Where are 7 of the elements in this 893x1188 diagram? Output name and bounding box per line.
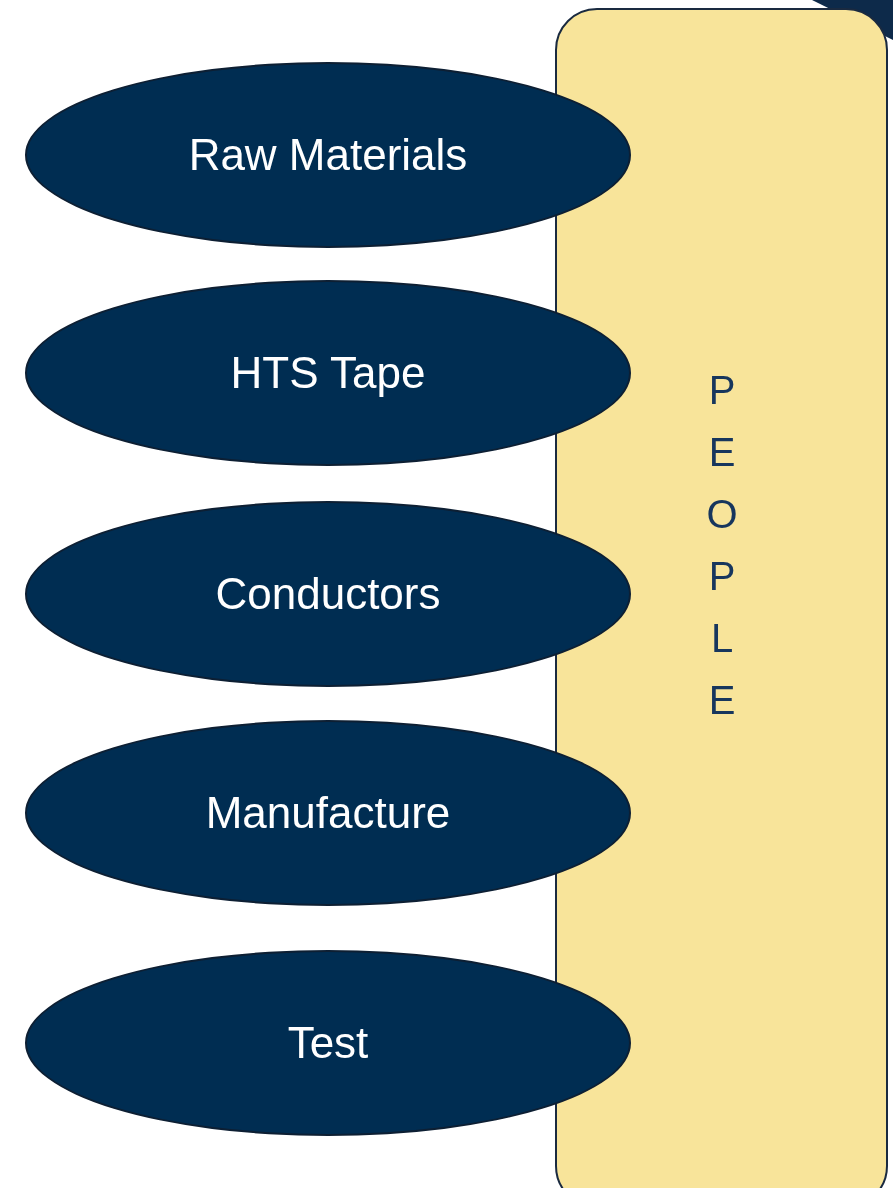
node-label: Test (287, 1018, 369, 1068)
node-label: HTS Tape (230, 348, 426, 398)
rounded-band (555, 8, 888, 1188)
band-label: PEOPLE (699, 368, 744, 740)
node-label: Manufacture (205, 788, 451, 838)
node-label: Conductors (215, 569, 441, 619)
node-label: Raw Materials (188, 130, 468, 180)
